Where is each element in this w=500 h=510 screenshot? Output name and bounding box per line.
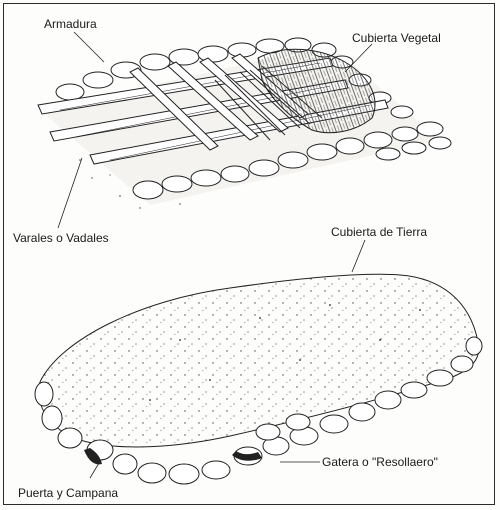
- label-gatera: Gatera o "Resollaero": [322, 455, 438, 469]
- cubierta-tierra-leader: [352, 240, 365, 272]
- label-armadura: Armadura: [44, 17, 97, 31]
- varales-leader: [58, 158, 82, 228]
- armadura-leader: [74, 32, 104, 62]
- armadura-structure: [38, 38, 451, 209]
- label-varales: Varales o Vadales: [13, 231, 109, 245]
- label-cubierta-vegetal: Cubierta Vegetal: [352, 31, 441, 45]
- kiln-earth-mound: [35, 274, 482, 484]
- label-cubierta-tierra: Cubierta de Tierra: [331, 225, 427, 239]
- label-puerta: Puerta y Campana: [18, 486, 118, 500]
